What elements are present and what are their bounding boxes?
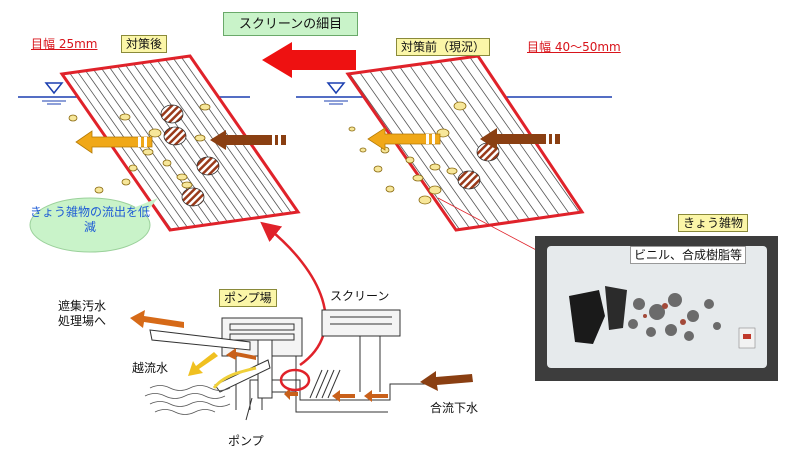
river-waves [144,385,231,415]
screen-bar-line [395,61,517,230]
screen-detail-title: スクリーンの細目 [223,12,358,36]
debris-trapped-after [160,104,220,207]
debris-trapped-before [457,142,500,190]
debris-photo-content [569,286,756,349]
zoom-curved-arrow [260,221,327,367]
screen-bar-line [145,56,267,228]
photo-connector-line [437,197,541,253]
pump-label: ポンプ [228,434,264,448]
outflow-arrow-after [75,130,153,154]
debris-examples-label: ビニル、合成樹脂等 [630,246,747,264]
overflow-label: 越流水 [132,361,169,375]
screen-bar-line [415,58,537,230]
to-treatment-label: 遮集汚水 処理場へ [58,299,107,328]
small-debris-particles [68,101,467,205]
screen-bar-line [121,59,243,230]
mesh-width-after: 目幅 25mm [31,37,98,51]
inflow-arrow-after [210,130,286,150]
combined-sewage-arrow [420,371,473,391]
mesh-width-before: 目幅 40～50mm [527,40,621,54]
screen-bar-line [405,59,527,230]
screen-bar-line [385,62,507,230]
screen-bar-line [81,65,203,230]
outflow-arrow-before [367,127,441,151]
before-measure-label: 対策前（現況） [396,38,491,56]
after-measure-label: 対策後 [121,35,168,53]
screen-highlight-circle [279,368,311,392]
combined-sewage-label: 合流下水 [430,401,479,415]
pump-station-label: ポンプ場 [219,289,277,307]
reduce-outflow-text: きょう雑物の流出を低減 [30,205,151,234]
overflow-yellow-line [212,366,257,389]
channel-flow-arrows [226,348,388,402]
water-level-icon-left [42,82,66,105]
debris-label: きょう雑物 [678,214,749,232]
screen-bar-line [113,60,235,230]
screen-bar-line [73,66,195,230]
screen-bar-line [105,62,227,230]
screen-bar-line [365,65,487,230]
screen-label: スクリーン [330,289,390,303]
inflow-arrow-before [480,128,560,150]
screen-bar-line [375,64,497,230]
speech-bubble [29,197,158,253]
to-treatment-arrow [130,310,184,328]
screen-bar-line [137,57,259,229]
water-level-icon-right [324,82,348,105]
big-red-arrow [262,42,356,78]
screen-bar-line [348,68,467,230]
screen-bar-line [129,58,251,230]
screen-bar-line [65,67,187,230]
overflow-arrow [188,352,218,376]
screen-bar-line [355,66,477,230]
